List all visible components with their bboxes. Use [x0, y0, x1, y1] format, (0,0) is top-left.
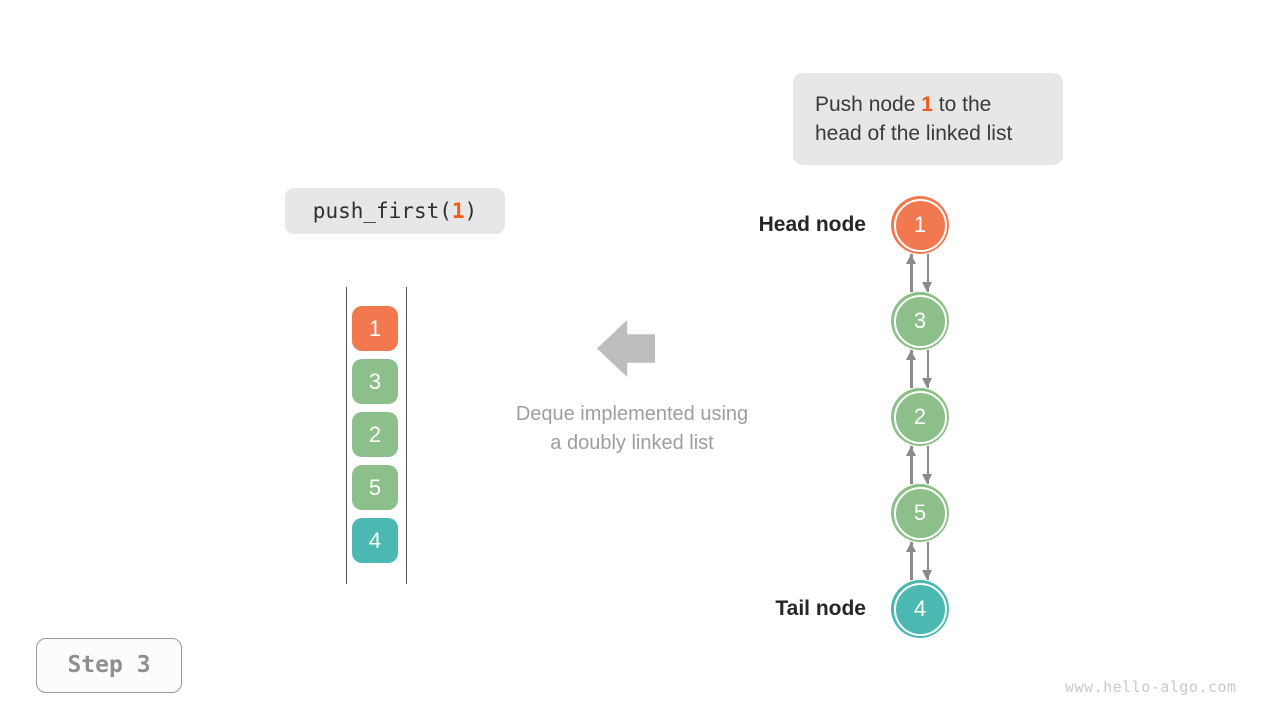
list-node: 2 — [891, 388, 949, 446]
arrow-down-icon — [922, 446, 932, 484]
callout-highlight-value: 1 — [921, 93, 933, 116]
watermark: www.hello-algo.com — [1065, 678, 1237, 696]
node-value: 2 — [913, 404, 927, 429]
list-node: 4 — [891, 580, 949, 638]
list-node: 5 — [891, 484, 949, 542]
list-node: 1 — [891, 196, 949, 254]
arrow-down-icon — [922, 254, 932, 292]
double-arrow-connector — [905, 254, 937, 292]
stack-cell: 4 — [352, 518, 398, 563]
callout-text: head of the linked list — [815, 122, 1013, 145]
arrow-up-icon — [906, 254, 915, 292]
callout-text: Push node — [815, 93, 922, 116]
arrow-up-icon — [906, 446, 915, 484]
tail-node-label: Tail node — [775, 597, 866, 620]
caption-line: a doubly linked list — [550, 432, 714, 454]
node-value: 3 — [913, 308, 927, 333]
code-argument-value: 1 — [451, 199, 465, 223]
list-node: 3 — [891, 292, 949, 350]
caption-line: Deque implemented using — [515, 403, 749, 425]
node-value: 1 — [913, 212, 927, 237]
code-chip: push_first(1) — [285, 188, 505, 234]
caption: Deque implemented using a doubly linked … — [492, 400, 772, 458]
left-arrow-icon — [597, 320, 655, 377]
head-node-label: Head node — [758, 213, 866, 236]
stack-cell: 3 — [352, 359, 398, 404]
double-arrow-connector — [905, 446, 937, 484]
double-arrow-connector — [905, 350, 937, 388]
callout-text: to the — [932, 93, 992, 116]
stack-cell: 5 — [352, 465, 398, 510]
arrow-down-icon — [922, 542, 932, 580]
node-value: 4 — [913, 596, 927, 621]
stack-cell: 2 — [352, 412, 398, 457]
double-arrow-connector — [905, 542, 937, 580]
callout-bubble: Push node 1 to the head of the linked li… — [793, 73, 1063, 165]
arrow-up-icon — [906, 350, 915, 388]
arrow-up-icon — [906, 542, 915, 580]
code-text: push_first( — [312, 199, 452, 223]
deque-rails — [346, 287, 407, 584]
node-value: 5 — [913, 500, 927, 525]
arrow-down-icon — [922, 350, 932, 388]
code-text: ) — [464, 199, 478, 223]
step-badge: Step 3 — [36, 638, 182, 693]
stack-cell: 1 — [352, 306, 398, 351]
